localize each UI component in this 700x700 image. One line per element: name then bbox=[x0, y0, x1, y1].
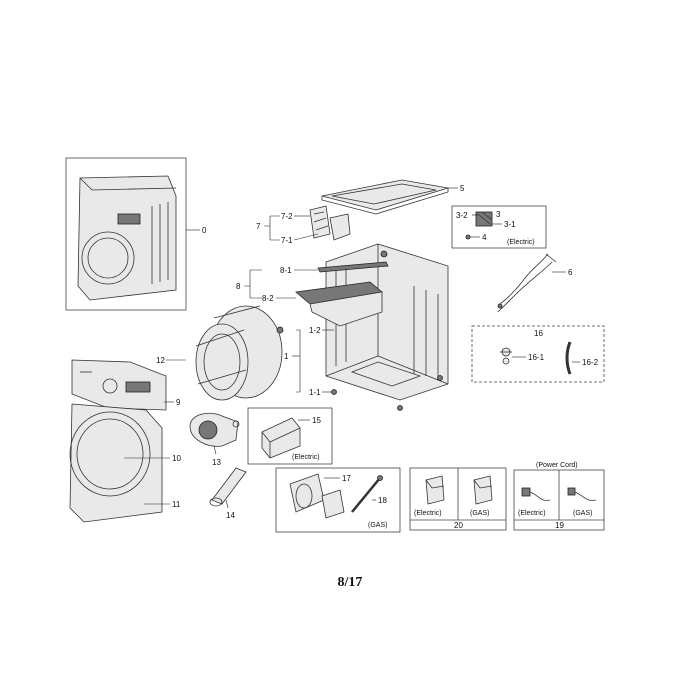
part-20-box bbox=[409, 467, 507, 531]
label-part-7: 7 bbox=[256, 222, 261, 231]
blower-part-13 bbox=[189, 412, 240, 447]
label-part-18: 18 bbox=[378, 496, 387, 505]
caption-gas-18: (GAS) bbox=[368, 522, 387, 529]
caption-electric-heater: (Electric) bbox=[507, 239, 535, 246]
hinge-bracket-part-7 bbox=[309, 205, 351, 241]
label-part-7-2: 7-2 bbox=[281, 212, 293, 221]
heater-parts-box bbox=[451, 205, 547, 249]
gas-valve-part-17 bbox=[289, 473, 345, 519]
label-part-12: 12 bbox=[156, 356, 165, 365]
label-part-1: 1 bbox=[284, 352, 289, 361]
part-16-box bbox=[471, 325, 605, 383]
label-part-6: 6 bbox=[568, 268, 573, 277]
label-part-17: 17 bbox=[342, 474, 351, 483]
label-part-14: 14 bbox=[226, 511, 235, 520]
label-part-1-1: 1-1 bbox=[309, 388, 321, 397]
dryer-assembly-part-0 bbox=[65, 157, 187, 311]
label-part-16: 16 bbox=[534, 329, 543, 338]
label-part-16-1: 16-1 bbox=[528, 353, 545, 362]
wire-harness-part-6 bbox=[497, 253, 557, 313]
caption-power-cord: (Power Cord) bbox=[536, 462, 578, 469]
caption-gas-20: (GAS) bbox=[470, 510, 489, 517]
heater-part-3 bbox=[475, 211, 493, 227]
label-part-9: 9 bbox=[176, 398, 181, 407]
control-panel-part-9 bbox=[71, 359, 167, 411]
label-part-13: 13 bbox=[212, 458, 221, 467]
fitting-part-16-1 bbox=[500, 347, 512, 365]
label-part-7-1: 7-1 bbox=[281, 236, 293, 245]
label-part-1-2: 1-2 bbox=[309, 326, 321, 335]
label-part-15: 15 bbox=[312, 416, 321, 425]
part-15-box bbox=[247, 407, 333, 465]
caption-electric-19: (Electric) bbox=[518, 510, 546, 517]
part-19-box bbox=[513, 469, 605, 531]
bracket-gas-part-20 bbox=[473, 475, 493, 505]
power-cord-gas-part-19 bbox=[567, 487, 597, 501]
label-part-8-1: 8-1 bbox=[280, 266, 292, 275]
door-part-10 bbox=[69, 411, 151, 497]
label-part-10: 10 bbox=[172, 454, 181, 463]
drum-part-12 bbox=[195, 305, 284, 401]
igniter-part-18 bbox=[351, 475, 383, 513]
page-number: 8/17 bbox=[337, 575, 363, 590]
hose-part-16-2 bbox=[565, 341, 572, 375]
label-part-16-2: 16-2 bbox=[582, 358, 599, 367]
label-part-11: 11 bbox=[172, 500, 181, 509]
screw-part-4 bbox=[465, 234, 471, 240]
label-part-3-1: 3-1 bbox=[504, 220, 516, 229]
control-frame-part-8 bbox=[295, 261, 389, 327]
label-part-3-2: 3-2 bbox=[456, 211, 468, 220]
label-part-19: 19 bbox=[555, 521, 564, 530]
caption-electric-20: (Electric) bbox=[414, 510, 442, 517]
caption-electric-15: (Electric) bbox=[292, 454, 320, 461]
label-part-4: 4 bbox=[482, 233, 487, 242]
label-part-5: 5 bbox=[460, 184, 465, 193]
power-cord-electric-part-19 bbox=[521, 487, 551, 501]
label-part-8-2: 8-2 bbox=[262, 294, 274, 303]
caption-gas-19: (GAS) bbox=[573, 510, 592, 517]
bracket-electric-part-20 bbox=[425, 475, 445, 505]
label-part-3: 3 bbox=[496, 210, 501, 219]
label-part-0: 0 bbox=[202, 226, 207, 235]
label-part-8: 8 bbox=[236, 282, 241, 291]
heater-assembly-part-15 bbox=[261, 417, 301, 459]
parts-17-18-box bbox=[275, 467, 401, 533]
duct-part-14 bbox=[209, 467, 247, 507]
label-part-20: 20 bbox=[454, 521, 463, 530]
top-plate-part-5 bbox=[321, 179, 449, 215]
